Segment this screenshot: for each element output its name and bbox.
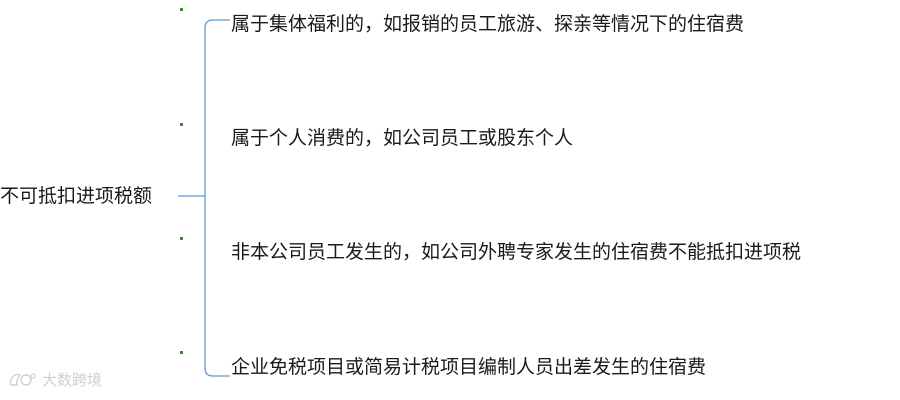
watermark-logo-icon <box>9 373 36 386</box>
branch-label-personal-consumption: 属于个人消费的，如公司员工或股东个人 <box>231 127 574 149</box>
branch-marker-2 <box>180 237 183 240</box>
watermark: 大数跨境 <box>8 370 102 390</box>
branch-label-non-employee: 非本公司员工发生的，如公司外聘专家发生的住宿费不能抵扣进项税 <box>231 241 802 263</box>
branch-label-collective-welfare: 属于集体福利的，如报销的员工旅游、探亲等情况下的住宿费 <box>231 13 745 35</box>
branch-marker-1 <box>180 123 183 126</box>
branch-label-exempt-project: 企业免税项目或简易计税项目编制人员出差发生的住宿费 <box>231 356 707 378</box>
bracket-spine <box>204 19 230 377</box>
watermark-text: 大数跨境 <box>42 371 103 389</box>
root-node-label: 不可抵扣进项税额 <box>0 185 153 207</box>
branch-marker-0 <box>180 8 183 11</box>
branch-marker-3 <box>180 351 183 354</box>
